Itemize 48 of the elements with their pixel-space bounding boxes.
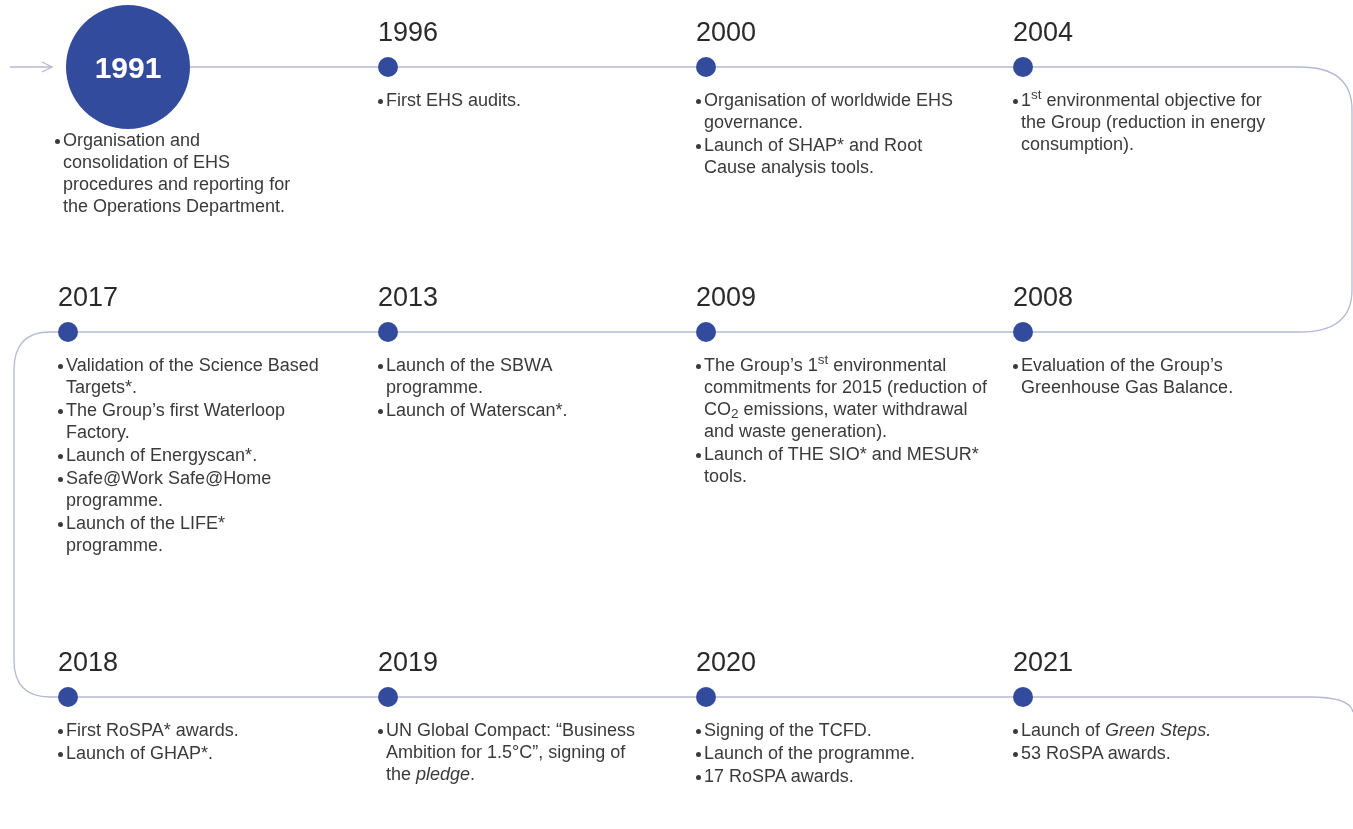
bullet-text: The Group’s 1$^{st}$ environmental commitments for 2015 (reduction of CO$_{2}$ emissions, water withdrawal and waste generation). [704, 354, 989, 442]
bullet-text: First RoSPA* awards. [66, 719, 239, 741]
bullet-text: Organisation of worldwide EHS governance. [704, 89, 955, 133]
bullet-text: Launch of THE SIO* and MESUR* tools. [704, 443, 980, 487]
bullet-text: Launch of the programme. [704, 742, 916, 764]
timeline-line [397, 66, 697, 68]
bullet-text: The Group’s first Waterloop Factory. [66, 399, 287, 443]
bullet-text: Launch of the SBWA programme. [386, 354, 553, 398]
timeline-line [397, 331, 697, 333]
year-label: 2020 [696, 647, 758, 677]
bullet-text: UN Global Compact: “Business Ambition for 1.5°C”, signing of the pledge. [386, 719, 637, 785]
year-label: 2013 [378, 282, 440, 312]
timeline-line [189, 66, 379, 68]
bullet-text: Launch of GHAP*. [66, 742, 214, 764]
bullet-text: Safe@Work Safe@Home programme. [66, 467, 273, 511]
bullet-text: Launch of Energyscan*. [66, 444, 258, 466]
year-label: 2004 [1013, 17, 1075, 47]
year-label: 2000 [696, 17, 758, 47]
bullet-text: 1$^{st}$ environmental objective for the Group (reduction in energy consumption). [1021, 89, 1267, 155]
timeline-line [1032, 696, 1353, 713]
bullet-text: Launch of SHAP* and Root Cause analysis tools. [704, 134, 924, 178]
year-label: 2008 [1013, 282, 1075, 312]
timeline-line [77, 331, 379, 333]
year-label: 2017 [58, 282, 120, 312]
timeline-line [77, 696, 379, 698]
timeline-line [715, 331, 1014, 333]
bullet-text: 53 RoSPA awards. [1021, 742, 1171, 764]
bullet-text: Launch of the LIFE* programme. [66, 512, 227, 556]
bullet-text: First EHS audits. [386, 89, 522, 111]
year-label: 2018 [58, 647, 120, 677]
timeline-line [397, 696, 697, 698]
timeline-line [1032, 66, 1353, 333]
year-label: 2019 [378, 647, 440, 677]
timeline-line [13, 331, 59, 698]
timeline-line [715, 696, 1014, 698]
bullet-text: Launch of Waterscan*. [386, 399, 568, 421]
bullet-text: 17 RoSPA awards. [704, 765, 854, 787]
year-label: 1991 [94, 49, 162, 86]
bullet-text: Evaluation of the Group’s Greenhouse Gas Balance. [1021, 354, 1235, 398]
bullet-text: Signing of the TCFD. [704, 719, 872, 741]
timeline-line [715, 66, 1014, 68]
bullet-text: Organisation and consolidation of EHS procedures and reporting for the Operations Department. [63, 129, 292, 217]
bullet-text: Launch of Green Steps. [1021, 719, 1212, 741]
year-label: 2009 [696, 282, 758, 312]
year-label: 1996 [378, 17, 440, 47]
bullet-text: Validation of the Science Based Targets*. [66, 354, 320, 398]
arrow [9, 61, 53, 73]
year-label: 2021 [1013, 647, 1075, 677]
